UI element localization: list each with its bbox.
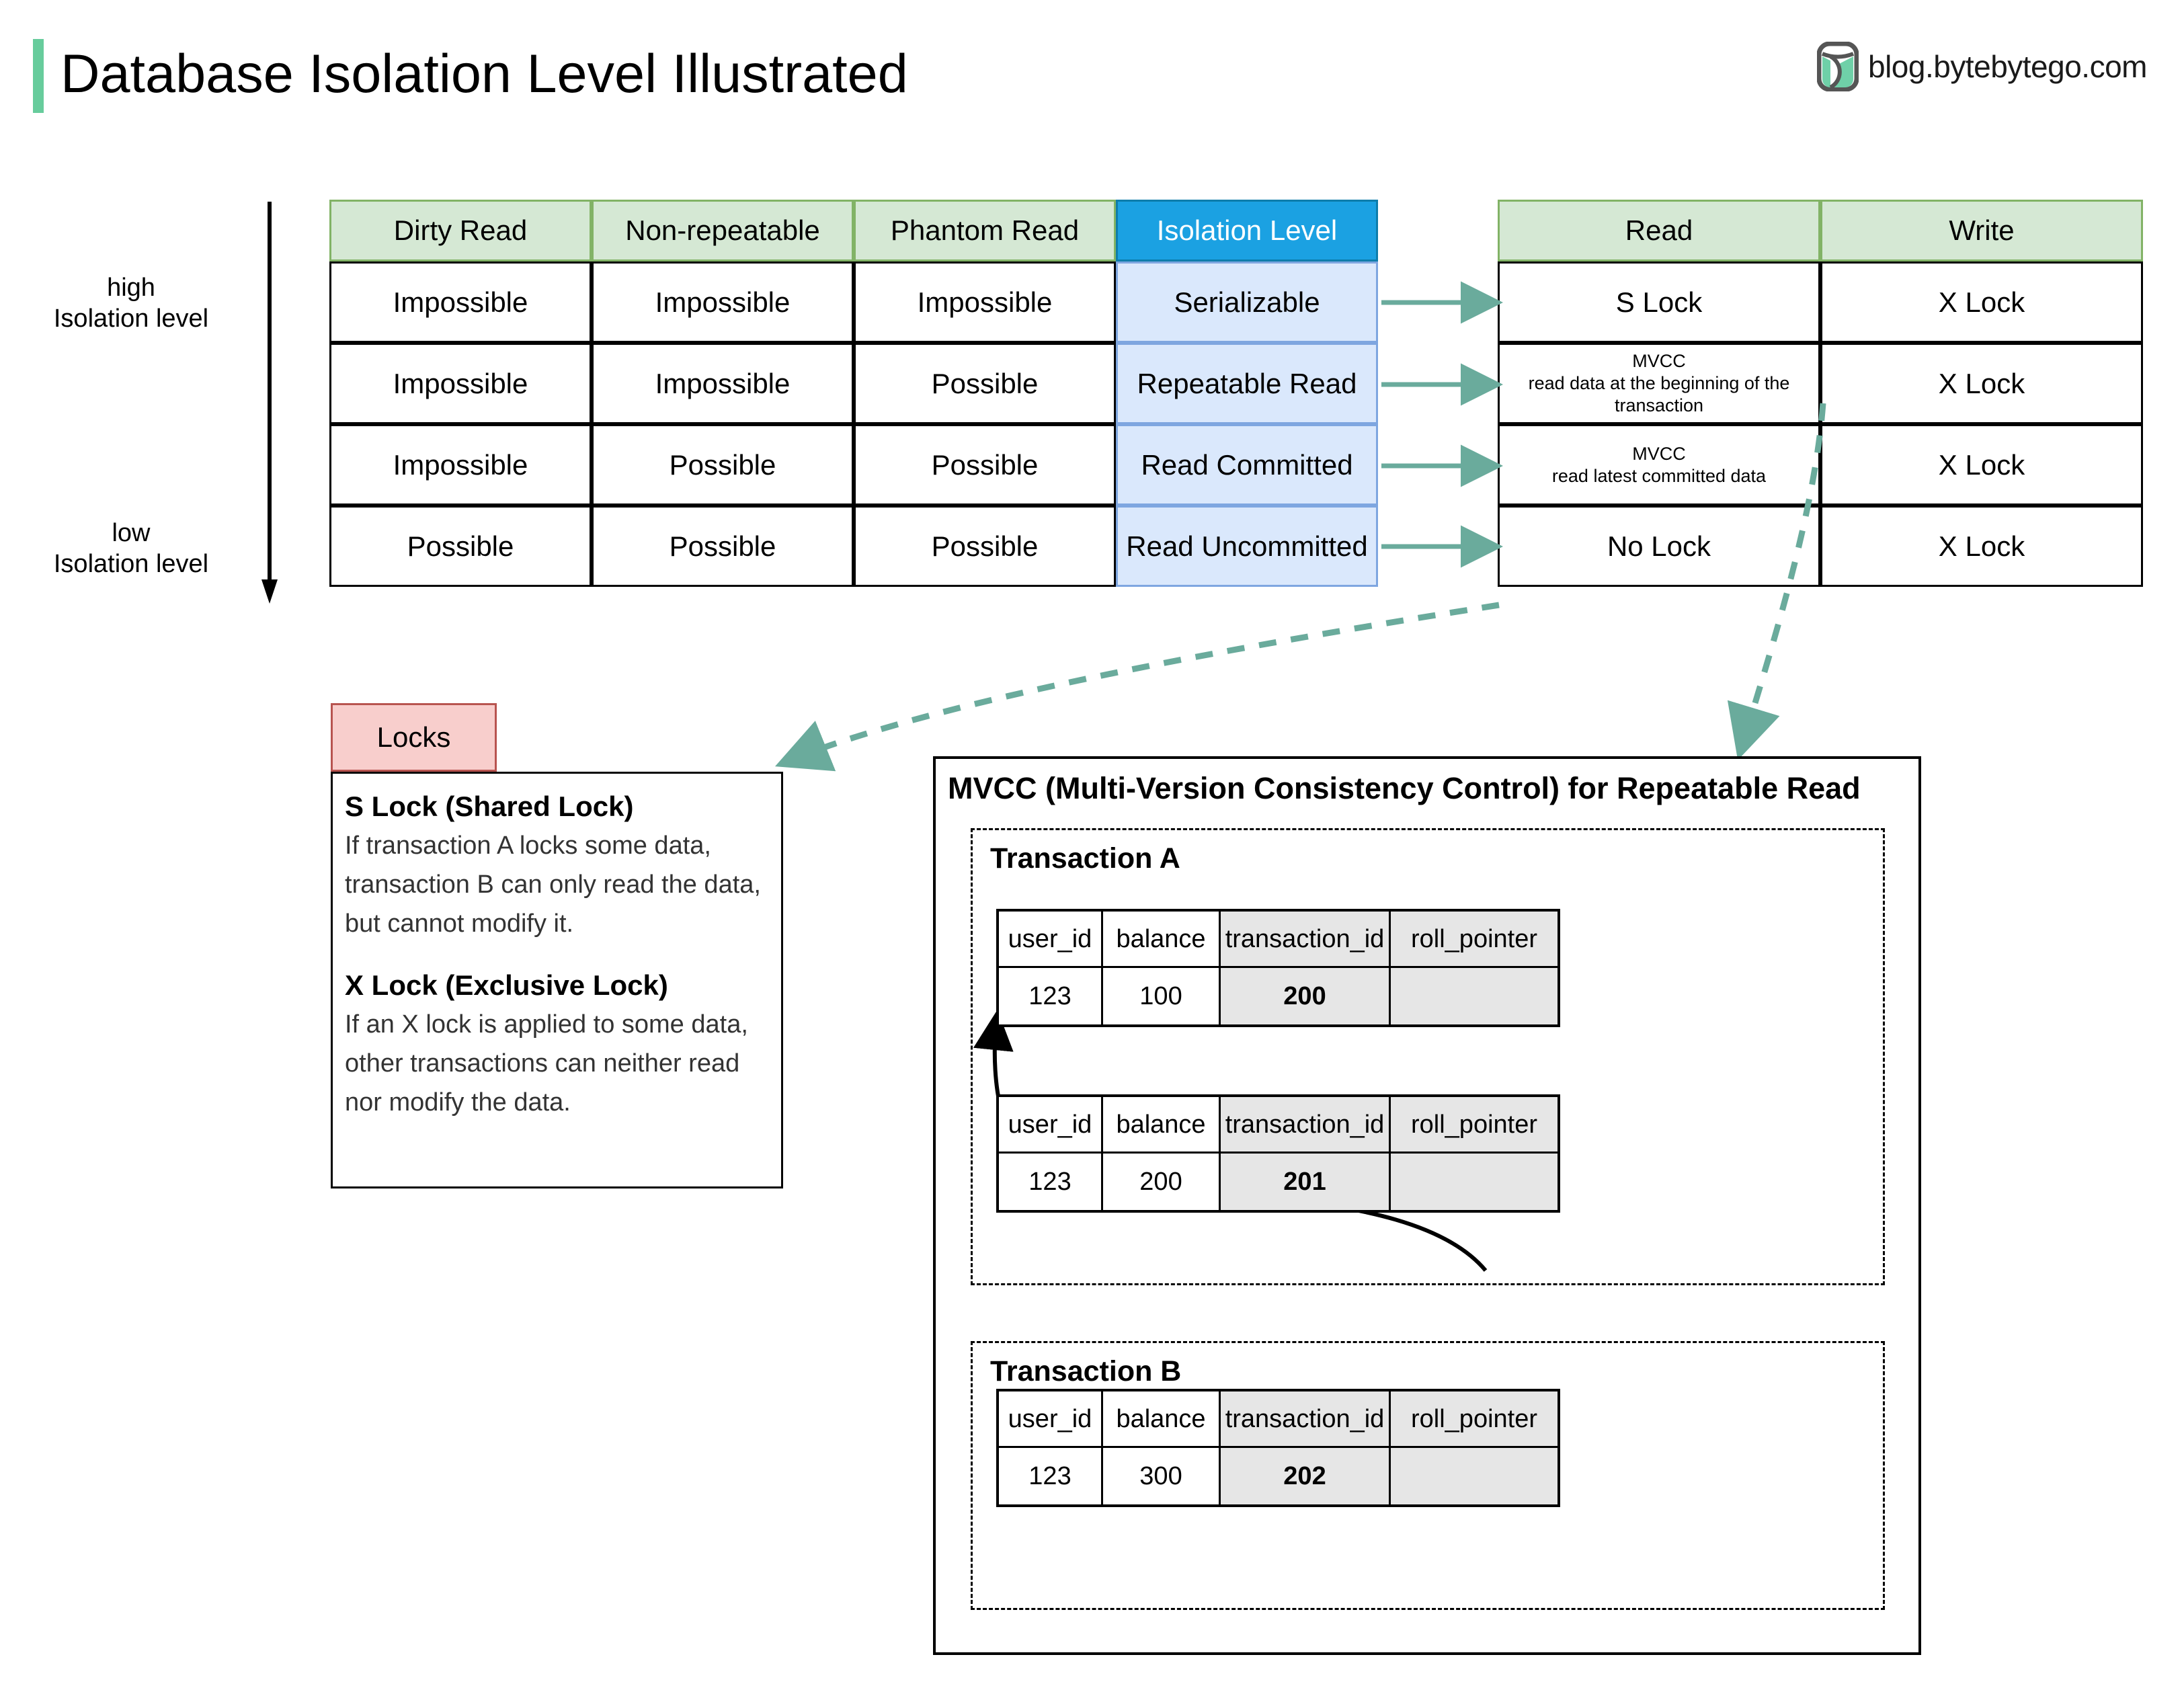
page-header: Database Isolation Level Illustrated blo… [0, 0, 2184, 155]
brand-logo-group: blog.bytebytego.com [1817, 42, 2148, 91]
mvcc-panel-title: MVCC (Multi-Version Consistency Control)… [948, 771, 1861, 805]
lock-cell-title: MVCC [1632, 443, 1686, 464]
table-row: Possible [329, 506, 592, 587]
table-row: MVCC read data at the beginning of the t… [1498, 343, 1820, 424]
table-row: Read Committed [1116, 424, 1378, 506]
x-lock-heading: X Lock (Exclusive Lock) [345, 969, 668, 1001]
axis-label-low-line1: low [112, 519, 151, 547]
table-row: Possible [592, 424, 854, 506]
locks-note-box: S Lock (Shared Lock) If transaction A lo… [331, 772, 783, 1188]
version-table-a1: user_id balance transaction_id roll_poin… [996, 909, 1560, 1027]
axis-label-high: high Isolation level [20, 272, 242, 334]
table-row: Serializable [1116, 261, 1378, 343]
column-header-user-id: user_id [999, 1097, 1103, 1154]
table-header-non-repeatable: Non-repeatable [592, 200, 854, 261]
table-row: Possible [592, 506, 854, 587]
x-lock-body: If an X lock is applied to some data, ot… [345, 1010, 748, 1117]
table-header-dirty-read: Dirty Read [329, 200, 592, 261]
table-row: Possible [854, 506, 1116, 587]
table-row: 100 [1103, 968, 1221, 1024]
column-header-balance: balance [1103, 1097, 1221, 1154]
transaction-a-label: Transaction A [990, 842, 1180, 875]
transaction-b-label: Transaction B [990, 1355, 1182, 1387]
axis-label-high-line2: Isolation level [53, 305, 209, 333]
table-row: Read Uncommitted [1116, 506, 1378, 587]
table-row: 200 [1103, 1154, 1221, 1210]
table-row: Impossible [329, 424, 592, 506]
table-row: No Lock [1498, 506, 1820, 587]
table-header-read: Read [1498, 200, 1820, 261]
axis-label-low-line2: Isolation level [53, 550, 209, 578]
table-row: Impossible [329, 261, 592, 343]
table-row: Possible [854, 424, 1116, 506]
axis-label-high-line1: high [107, 274, 155, 302]
table-header-phantom-read: Phantom Read [854, 200, 1116, 261]
lock-cell-detail: read data at the beginning of the transa… [1528, 373, 1790, 415]
column-header-roll-pointer: roll_pointer [1391, 912, 1558, 968]
table-row: Possible [854, 343, 1116, 424]
column-header-user-id: user_id [999, 912, 1103, 968]
lock-cell-detail: read latest committed data [1551, 465, 1767, 486]
locks-note-tab: Locks [331, 703, 497, 772]
table-row: 202 [1221, 1448, 1391, 1504]
table-row: X Lock [1820, 424, 2143, 506]
table-row: Repeatable Read [1116, 343, 1378, 424]
arrow-to-locks-note [774, 602, 1500, 772]
table-row: Impossible [854, 261, 1116, 343]
table-row: 123 [999, 1448, 1103, 1504]
column-header-user-id: user_id [999, 1391, 1103, 1448]
page-title: Database Isolation Level Illustrated [60, 44, 908, 104]
s-lock-body: If transaction A locks some data, transa… [345, 832, 761, 938]
table-row: Impossible [592, 261, 854, 343]
column-header-transaction-id: transaction_id [1221, 912, 1391, 968]
lock-behavior-table: Read Write S Lock X Lock MVCC read data … [1498, 200, 2143, 603]
brand-text: blog.bytebytego.com [1868, 49, 2148, 84]
title-accent-bar [33, 39, 44, 113]
table-row: 123 [999, 968, 1103, 1024]
table-row: Impossible [592, 343, 854, 424]
isolation-level-axis-arrow [261, 202, 278, 604]
s-lock-heading: S Lock (Shared Lock) [345, 791, 634, 822]
table-row: 201 [1221, 1154, 1391, 1210]
lock-cell-title: MVCC [1632, 351, 1686, 371]
table-row: S Lock [1498, 261, 1820, 343]
column-header-roll-pointer: roll_pointer [1391, 1391, 1558, 1448]
table-row: 300 [1103, 1448, 1221, 1504]
column-header-transaction-id: transaction_id [1221, 1097, 1391, 1154]
table-row [1391, 968, 1558, 1024]
table-row: Impossible [329, 343, 592, 424]
table-header-isolation-level: Isolation Level [1116, 200, 1378, 261]
version-table-b1: user_id balance transaction_id roll_poin… [996, 1389, 1560, 1507]
table-row: MVCC read latest committed data [1498, 424, 1820, 506]
version-table-a2: user_id balance transaction_id roll_poin… [996, 1094, 1560, 1213]
column-header-transaction-id: transaction_id [1221, 1391, 1391, 1448]
table-row: X Lock [1820, 261, 2143, 343]
column-header-balance: balance [1103, 912, 1221, 968]
table-row: 200 [1221, 968, 1391, 1024]
axis-label-low: low Isolation level [20, 518, 242, 579]
column-header-balance: balance [1103, 1391, 1221, 1448]
table-row: X Lock [1820, 343, 2143, 424]
isolation-level-table: Dirty Read Non-repeatable Phantom Read I… [329, 200, 1378, 603]
table-row: X Lock [1820, 506, 2143, 587]
bytebytego-logo-icon [1817, 42, 1859, 91]
table-row [1391, 1154, 1558, 1210]
table-header-write: Write [1820, 200, 2143, 261]
column-header-roll-pointer: roll_pointer [1391, 1097, 1558, 1154]
table-row: 123 [999, 1154, 1103, 1210]
table-row [1391, 1448, 1558, 1504]
